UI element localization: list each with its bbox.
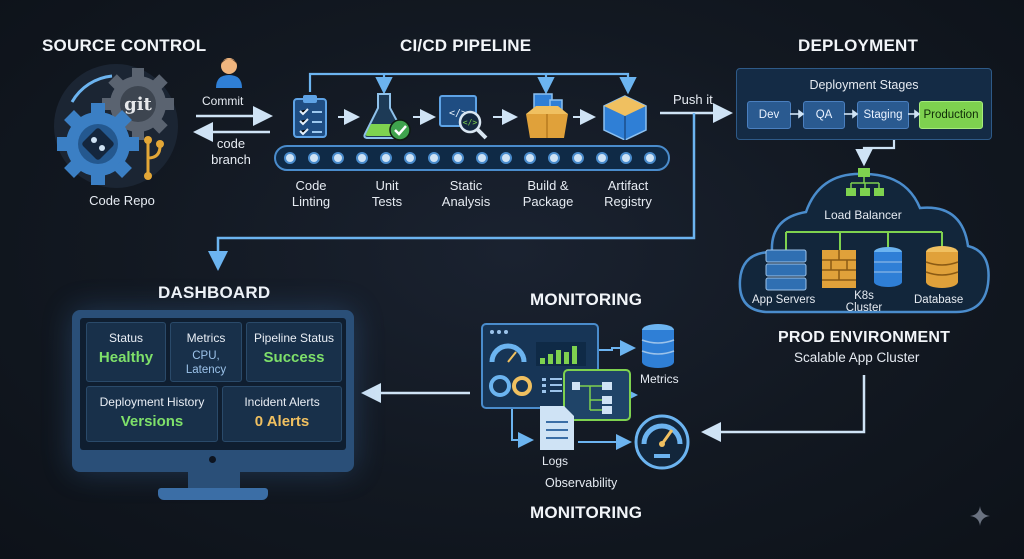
tile-history-title: Deployment History <box>99 395 205 409</box>
stage-label-linting: Code Linting <box>291 178 331 209</box>
tile-alerts-value: 0 Alerts <box>254 413 310 430</box>
tile-alerts-title: Incident Alerts <box>244 395 320 409</box>
commit-label: Commit <box>202 94 244 108</box>
observability-label: Observability <box>545 476 618 490</box>
tile-metrics-title: Metrics <box>186 331 226 345</box>
code-repo-icon: git <box>54 64 178 188</box>
stage-qa: QA <box>803 101 845 129</box>
artifact-registry-icon <box>603 95 647 140</box>
developer-icon <box>216 58 242 88</box>
pipeline-feedback-line <box>308 72 637 95</box>
sparkle-icon <box>970 506 990 526</box>
stage-label-build: Build & Package <box>522 178 574 209</box>
stage-staging: Staging <box>857 101 909 129</box>
prod-to-monitoring-line <box>701 375 866 442</box>
code-branch-label: code branch <box>211 136 251 167</box>
observability-gauge-icon <box>634 414 690 470</box>
metrics-label: Metrics <box>640 372 679 386</box>
app-servers-label: App Servers <box>752 294 816 306</box>
stage-label-unit-tests: Unit Tests <box>371 178 403 209</box>
tile-pipeline-value: Success <box>263 349 325 366</box>
prod-cloud <box>738 168 990 314</box>
deploy-to-dashboard-line <box>208 113 696 271</box>
stage-production: Production <box>919 101 983 129</box>
stage-label-static-analysis: Static Analysis <box>441 178 491 209</box>
monitor-base <box>158 488 268 500</box>
tile-deployment-history[interactable]: Deployment History Versions <box>86 386 218 442</box>
tile-pipeline-status[interactable]: Pipeline Status Success <box>246 322 342 382</box>
section-title-dashboard: DASHBOARD <box>158 283 271 302</box>
svg-text:</>: </> <box>449 108 467 119</box>
deployment-stages-panel: Deployment Stages Dev QA Staging Product… <box>736 68 992 140</box>
prod-environment-subtitle: Scalable App Cluster <box>794 350 920 365</box>
conveyor-belt <box>274 145 670 171</box>
tile-status-title: Status <box>108 331 144 345</box>
monitor-neck <box>188 472 240 490</box>
tile-pipeline-title: Pipeline Status <box>253 331 335 345</box>
deployment-panel-title: Deployment Stages <box>809 78 919 92</box>
tile-history-value: Versions <box>120 413 184 430</box>
load-balancer-label: Load Balancer <box>824 208 902 222</box>
logs-document-icon <box>540 406 574 450</box>
monitoring-cluster <box>481 323 690 470</box>
tile-status-value: Healthy <box>98 349 154 366</box>
static-analysis-icon: </> </> <box>439 95 488 140</box>
database-label: Database <box>914 294 964 306</box>
logs-label: Logs <box>542 454 569 468</box>
flask-icon <box>363 93 411 141</box>
server-rack-icon <box>765 249 807 291</box>
section-title-deployment: DEPLOYMENT <box>798 36 919 55</box>
section-title-source-control: SOURCE CONTROL <box>42 36 207 55</box>
section-title-monitoring-bottom: MONITORING <box>530 503 643 522</box>
tile-metrics[interactable]: Metrics CPU, Latency <box>170 322 242 382</box>
code-repo-label: Code Repo <box>89 193 155 208</box>
git-text: git <box>124 94 152 115</box>
tile-status[interactable]: Status Healthy <box>86 322 166 382</box>
stage-dev: Dev <box>747 101 791 129</box>
section-title-pipeline: CI/CD PIPELINE <box>400 36 532 55</box>
stage-label-registry: Artifact Registry <box>604 178 652 209</box>
push-it-label: Push it <box>673 92 713 107</box>
flow-window <box>563 369 631 421</box>
prod-environment-title: PROD ENVIRONMENT <box>778 329 951 346</box>
metrics-database-icon <box>641 324 675 368</box>
section-title-monitoring-top: MONITORING <box>530 290 643 309</box>
tile-incident-alerts[interactable]: Incident Alerts 0 Alerts <box>222 386 342 442</box>
build-package-icon <box>526 93 568 138</box>
tile-metrics-value: CPU, Latency <box>185 350 227 376</box>
svg-text:</>: </> <box>463 118 478 127</box>
clipboard-icon <box>293 95 327 138</box>
k8s-cluster-label: K8s Cluster <box>845 290 883 314</box>
